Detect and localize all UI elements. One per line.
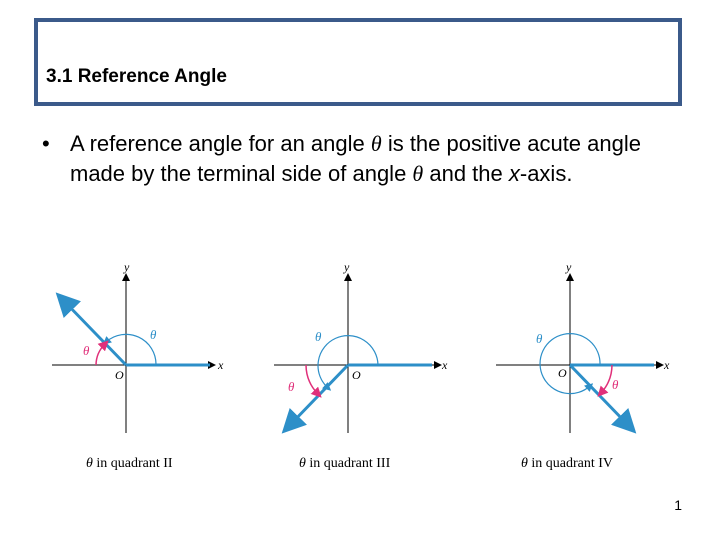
- reference-angle-label: θ: [83, 343, 90, 358]
- reference-angle-label: θ: [612, 377, 619, 392]
- bullet-x-variable: x: [508, 161, 520, 186]
- bullet-text: A reference angle for an angle θ is the …: [70, 129, 670, 189]
- bullet-part-3: and the: [423, 161, 509, 186]
- theta-label: θ: [536, 331, 543, 346]
- bullet-dot: •: [42, 131, 50, 156]
- theta-arc: [539, 333, 601, 395]
- y-axis-label: y: [565, 260, 572, 274]
- diagram-quadrant-ii: y x O θ θ: [52, 260, 224, 433]
- terminal-side: [55, 292, 128, 367]
- caption-theta: θ: [521, 456, 528, 471]
- caption-quadrant-iii: θ in quadrant III: [299, 456, 390, 472]
- bullet-part-2: is the positive acute angle made by the …: [70, 131, 641, 186]
- caption-text: in quadrant III: [305, 456, 391, 471]
- caption-theta: θ: [86, 456, 93, 471]
- caption-text: in quadrant II: [92, 456, 173, 471]
- x-axis-label: x: [217, 358, 224, 372]
- page-number: 1: [674, 497, 682, 513]
- slide-title: 3.1 Reference Angle: [46, 66, 227, 87]
- diagram-quadrant-iv: y x O θ θ: [496, 260, 670, 434]
- reference-angle-arrow: [95, 340, 109, 366]
- y-axis-label: y: [343, 260, 350, 274]
- caption-quadrant-iv: θ in quadrant IV: [521, 456, 613, 472]
- theta-arc: [317, 335, 379, 391]
- origin-label: O: [352, 368, 361, 382]
- theta-label: θ: [315, 329, 322, 344]
- bullet-part-1: A reference angle for an angle: [70, 131, 371, 156]
- x-axis-label: x: [663, 358, 670, 372]
- bullet-theta-1: θ: [370, 131, 382, 156]
- reference-angle-arrow: [305, 364, 322, 398]
- title-box: 3.1 Reference Angle: [34, 18, 682, 106]
- origin-label: O: [115, 368, 124, 382]
- theta-arc: [102, 333, 157, 366]
- y-axis-label: y: [123, 260, 130, 274]
- terminal-side: [568, 363, 637, 434]
- bullet-part-4: -axis.: [519, 161, 573, 186]
- reference-angle-label: θ: [288, 379, 295, 394]
- x-axis-label: x: [441, 358, 448, 372]
- reference-angle-arrow: [597, 364, 613, 397]
- caption-text: in quadrant IV: [527, 456, 614, 471]
- theta-label: θ: [150, 327, 157, 342]
- caption-quadrant-ii: θ in quadrant II: [86, 456, 173, 472]
- diagram-quadrant-iii: y x O θ θ: [274, 260, 448, 434]
- caption-theta: θ: [299, 456, 306, 471]
- bullet-theta-2: θ: [412, 161, 424, 186]
- origin-label: O: [558, 366, 567, 380]
